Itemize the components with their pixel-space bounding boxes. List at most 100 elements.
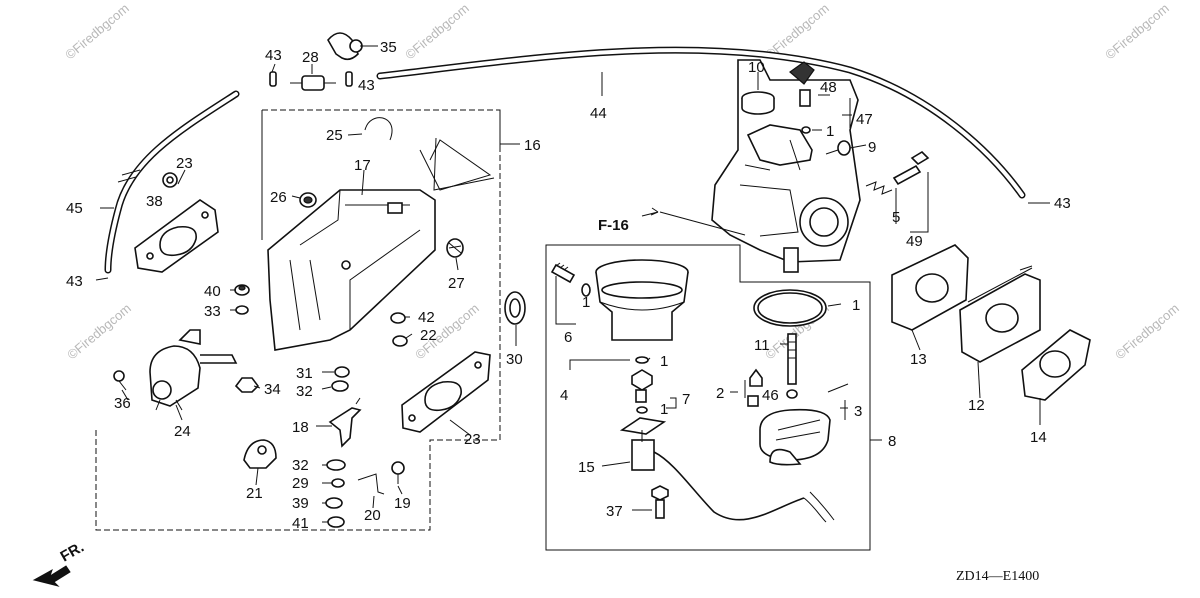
callout-43: 43 (66, 273, 83, 290)
o-ring-1 (753, 289, 827, 327)
washer-22 (392, 335, 408, 347)
watermark: ©Firedbgcom (62, 1, 132, 63)
callout-42: 42 (418, 309, 435, 326)
callout-13: 13 (910, 351, 927, 368)
wire-25 (364, 117, 495, 191)
callout-40: 40 (204, 283, 221, 300)
fuel-cut-solenoid-15 (619, 417, 835, 523)
washer-39 (325, 497, 343, 509)
diagram-code: ZD14—E1400 (956, 569, 1039, 584)
callout-39: 39 (292, 495, 309, 512)
nut-31 (334, 366, 350, 378)
callout-41: 41 (292, 515, 309, 532)
gasket-23-right (401, 351, 491, 433)
insulator-12 (959, 265, 1041, 363)
callout-30: 30 (506, 351, 523, 368)
callout-14: 14 (1030, 429, 1047, 446)
callout-46: 46 (762, 387, 779, 404)
washer-1a (801, 126, 811, 134)
callout-23: 23 (176, 155, 193, 172)
callout-29: 29 (292, 475, 309, 492)
clip-43-top (269, 71, 353, 87)
clip-35 (327, 32, 363, 61)
leader-lines (95, 45, 1050, 523)
clip-20 (357, 473, 385, 495)
callout-21: 21 (246, 485, 263, 502)
fuel-filter-28 (290, 75, 336, 91)
callout-47: 47 (856, 111, 873, 128)
callout-8: 8 (888, 433, 896, 450)
gasket-13 (891, 244, 969, 331)
reference-f16: F-16 (598, 207, 746, 236)
callout-37: 37 (606, 503, 623, 520)
callout-36: 36 (114, 395, 131, 412)
nozzle-11 (786, 333, 798, 399)
washer-42 (390, 312, 406, 324)
float-bowl-4 (595, 259, 689, 341)
float-valve-2 (747, 368, 763, 407)
callout-1: 1 (660, 353, 668, 370)
fuel-valve-24 (149, 329, 238, 411)
grommet-27 (446, 238, 464, 258)
callout-15: 15 (578, 459, 595, 476)
clip-21 (243, 439, 277, 469)
watermark: ©Firedbgcom (1102, 1, 1172, 63)
watermark: ©Firedbgcom (1112, 301, 1182, 363)
callout-27: 27 (448, 275, 465, 292)
callout-1: 1 (582, 294, 590, 311)
callout-32: 32 (296, 383, 313, 400)
front-arrow-icon: FR. (32, 539, 87, 587)
nut-40 (234, 284, 250, 296)
callout-4: 4 (560, 387, 568, 404)
callout-49: 49 (906, 233, 923, 250)
callout-11: 11 (754, 337, 770, 354)
callout-1: 1 (660, 401, 668, 418)
nut-38 (162, 172, 178, 188)
callout-25: 25 (326, 127, 343, 144)
washer-29 (331, 478, 345, 488)
callout-10: 10 (748, 59, 765, 76)
knob-48 (789, 61, 815, 107)
screw-assembly-5 (865, 150, 930, 195)
callout-7: 7 (682, 391, 690, 408)
callout-6: 6 (564, 329, 572, 346)
carburetor-body (711, 59, 861, 273)
main-jet-7 (631, 369, 653, 414)
callout-1: 1 (826, 123, 834, 140)
air-box-17 (267, 189, 436, 351)
grommet-26 (299, 192, 317, 208)
watermark: ©Firedbgcom (64, 301, 134, 363)
callout-26: 26 (270, 189, 287, 206)
callout-5: 5 (892, 209, 900, 226)
gasket-14 (1021, 329, 1091, 401)
callout-34: 34 (264, 381, 281, 398)
watermark: ©Firedbgcom (402, 1, 472, 63)
gasket-23-left (134, 199, 219, 273)
bracket-18 (328, 397, 362, 448)
nut-41 (327, 516, 345, 528)
callout-3: 3 (854, 403, 862, 420)
callout-43: 43 (265, 47, 282, 64)
callout-2: 2 (716, 385, 724, 402)
fuel-hose-44 (376, 46, 1026, 199)
cap-10 (741, 91, 775, 115)
washer-1c (635, 356, 649, 364)
bracket-group-16 (95, 109, 520, 531)
callout-38: 38 (146, 193, 163, 210)
callout-24: 24 (174, 423, 191, 440)
callout-43: 43 (358, 77, 375, 94)
washer-32b (326, 459, 346, 471)
callout-33: 33 (204, 303, 221, 320)
callout-19: 19 (394, 495, 411, 512)
callout-48: 48 (820, 79, 837, 96)
grommet-30 (504, 291, 526, 325)
callout-43: 43 (1054, 195, 1071, 212)
front-label: FR. (58, 539, 87, 566)
callout-1: 1 (852, 297, 860, 314)
hose-45 (104, 90, 240, 274)
bolt-36 (113, 370, 127, 391)
callout-12: 12 (968, 397, 985, 414)
callout-9: 9 (868, 139, 876, 156)
callout-16: 16 (524, 137, 541, 154)
callout-numbers: 43 28 35 43 44 10 48 47 1 9 5 49 43 25 1… (66, 39, 1071, 532)
